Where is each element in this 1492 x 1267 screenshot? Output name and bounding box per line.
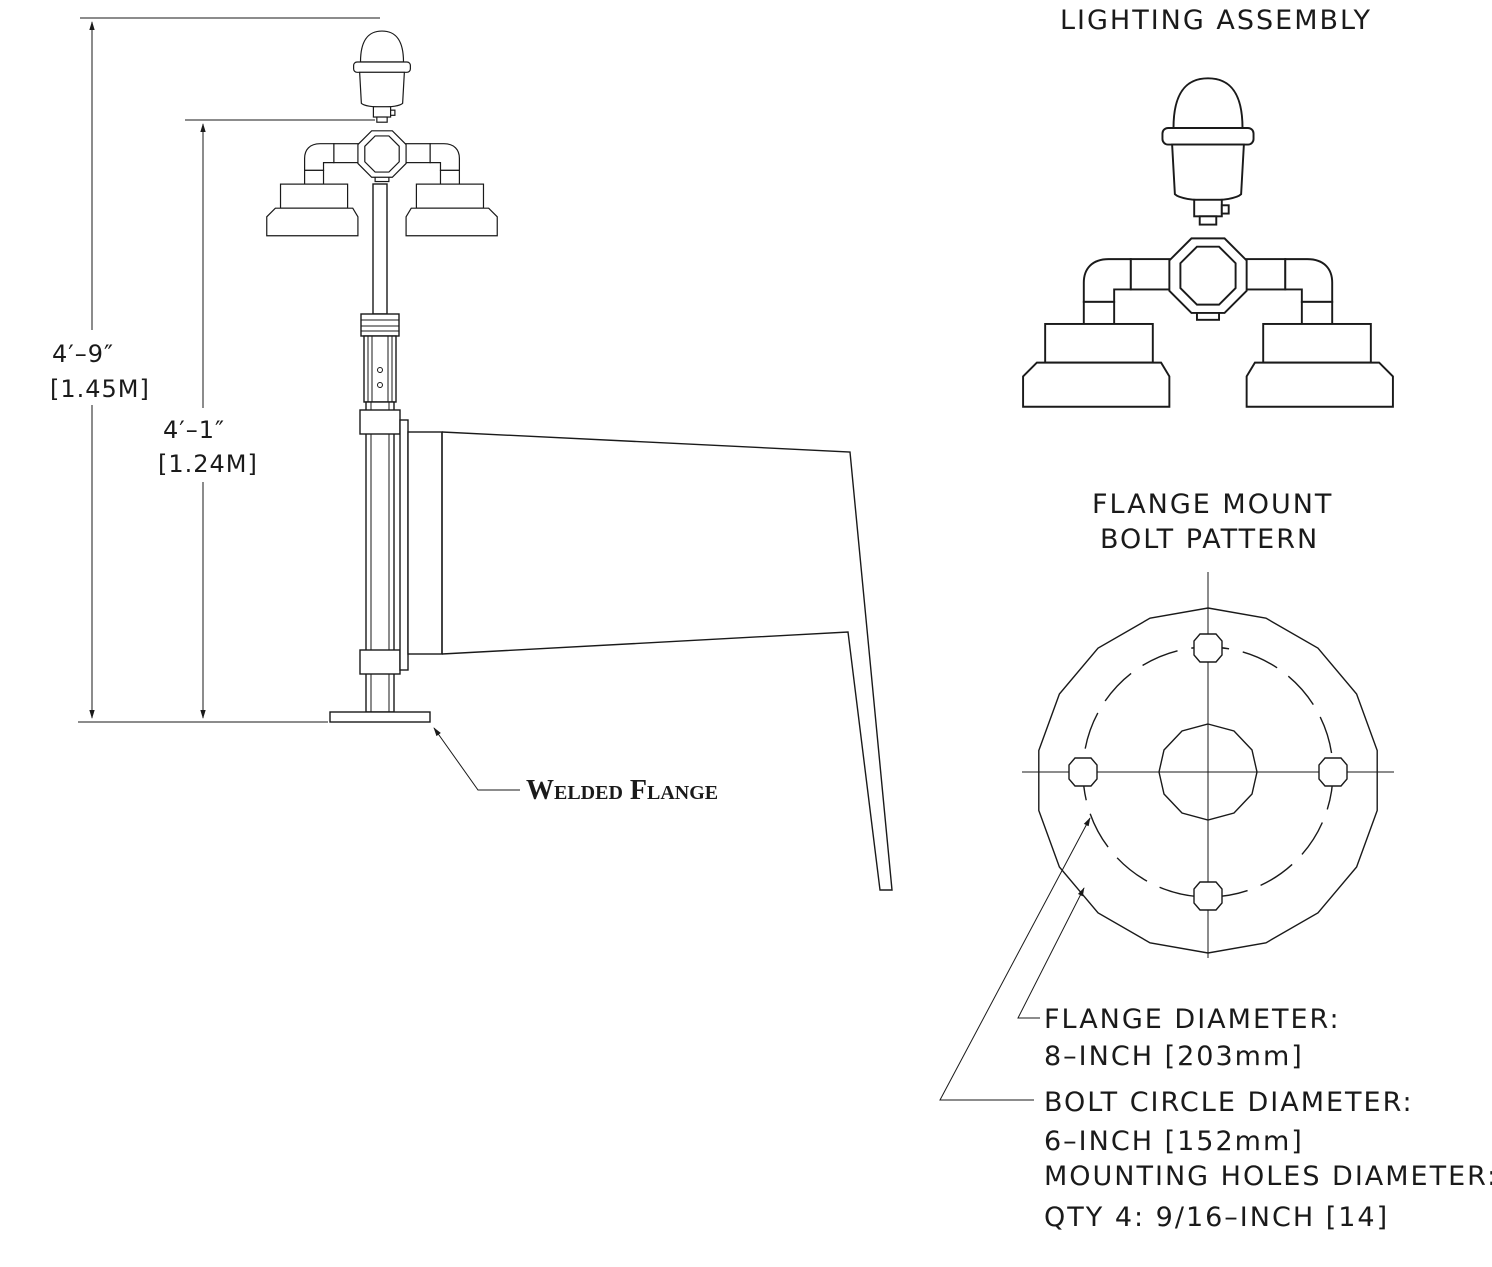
flange-diameter-value: 8–INCH [203mm] xyxy=(1044,1041,1304,1072)
pole-height-imperial: 4′–1″ xyxy=(163,416,225,444)
mounting-holes-value: QTY 4: 9/16–INCH [14] xyxy=(1044,1202,1389,1233)
pole-height-metric: [1.24M] xyxy=(158,450,258,478)
pole-elevation xyxy=(78,17,893,891)
overall-height-metric: [1.45M] xyxy=(50,375,150,403)
lighting-assembly-title: LIGHTING ASSEMBLY xyxy=(1060,5,1372,36)
welded-flange-callout: Welded Flange xyxy=(526,775,718,806)
flange-diameter-label: FLANGE DIAMETER: xyxy=(1044,1004,1341,1035)
bolt-circle-label: BOLT CIRCLE DIAMETER: xyxy=(1044,1087,1414,1118)
flange-mount-title-line2: BOLT PATTERN xyxy=(1100,524,1319,555)
overall-height-imperial: 4′–9″ xyxy=(52,340,114,368)
flange-bolt-pattern xyxy=(939,572,1394,1101)
bolt-circle-value: 6–INCH [152mm] xyxy=(1044,1126,1304,1157)
mounting-holes-label: MOUNTING HOLES DIAMETER: xyxy=(1044,1161,1492,1192)
flange-mount-title-line1: FLANGE MOUNT xyxy=(1092,489,1333,520)
lighting-assembly-view xyxy=(1022,77,1394,408)
